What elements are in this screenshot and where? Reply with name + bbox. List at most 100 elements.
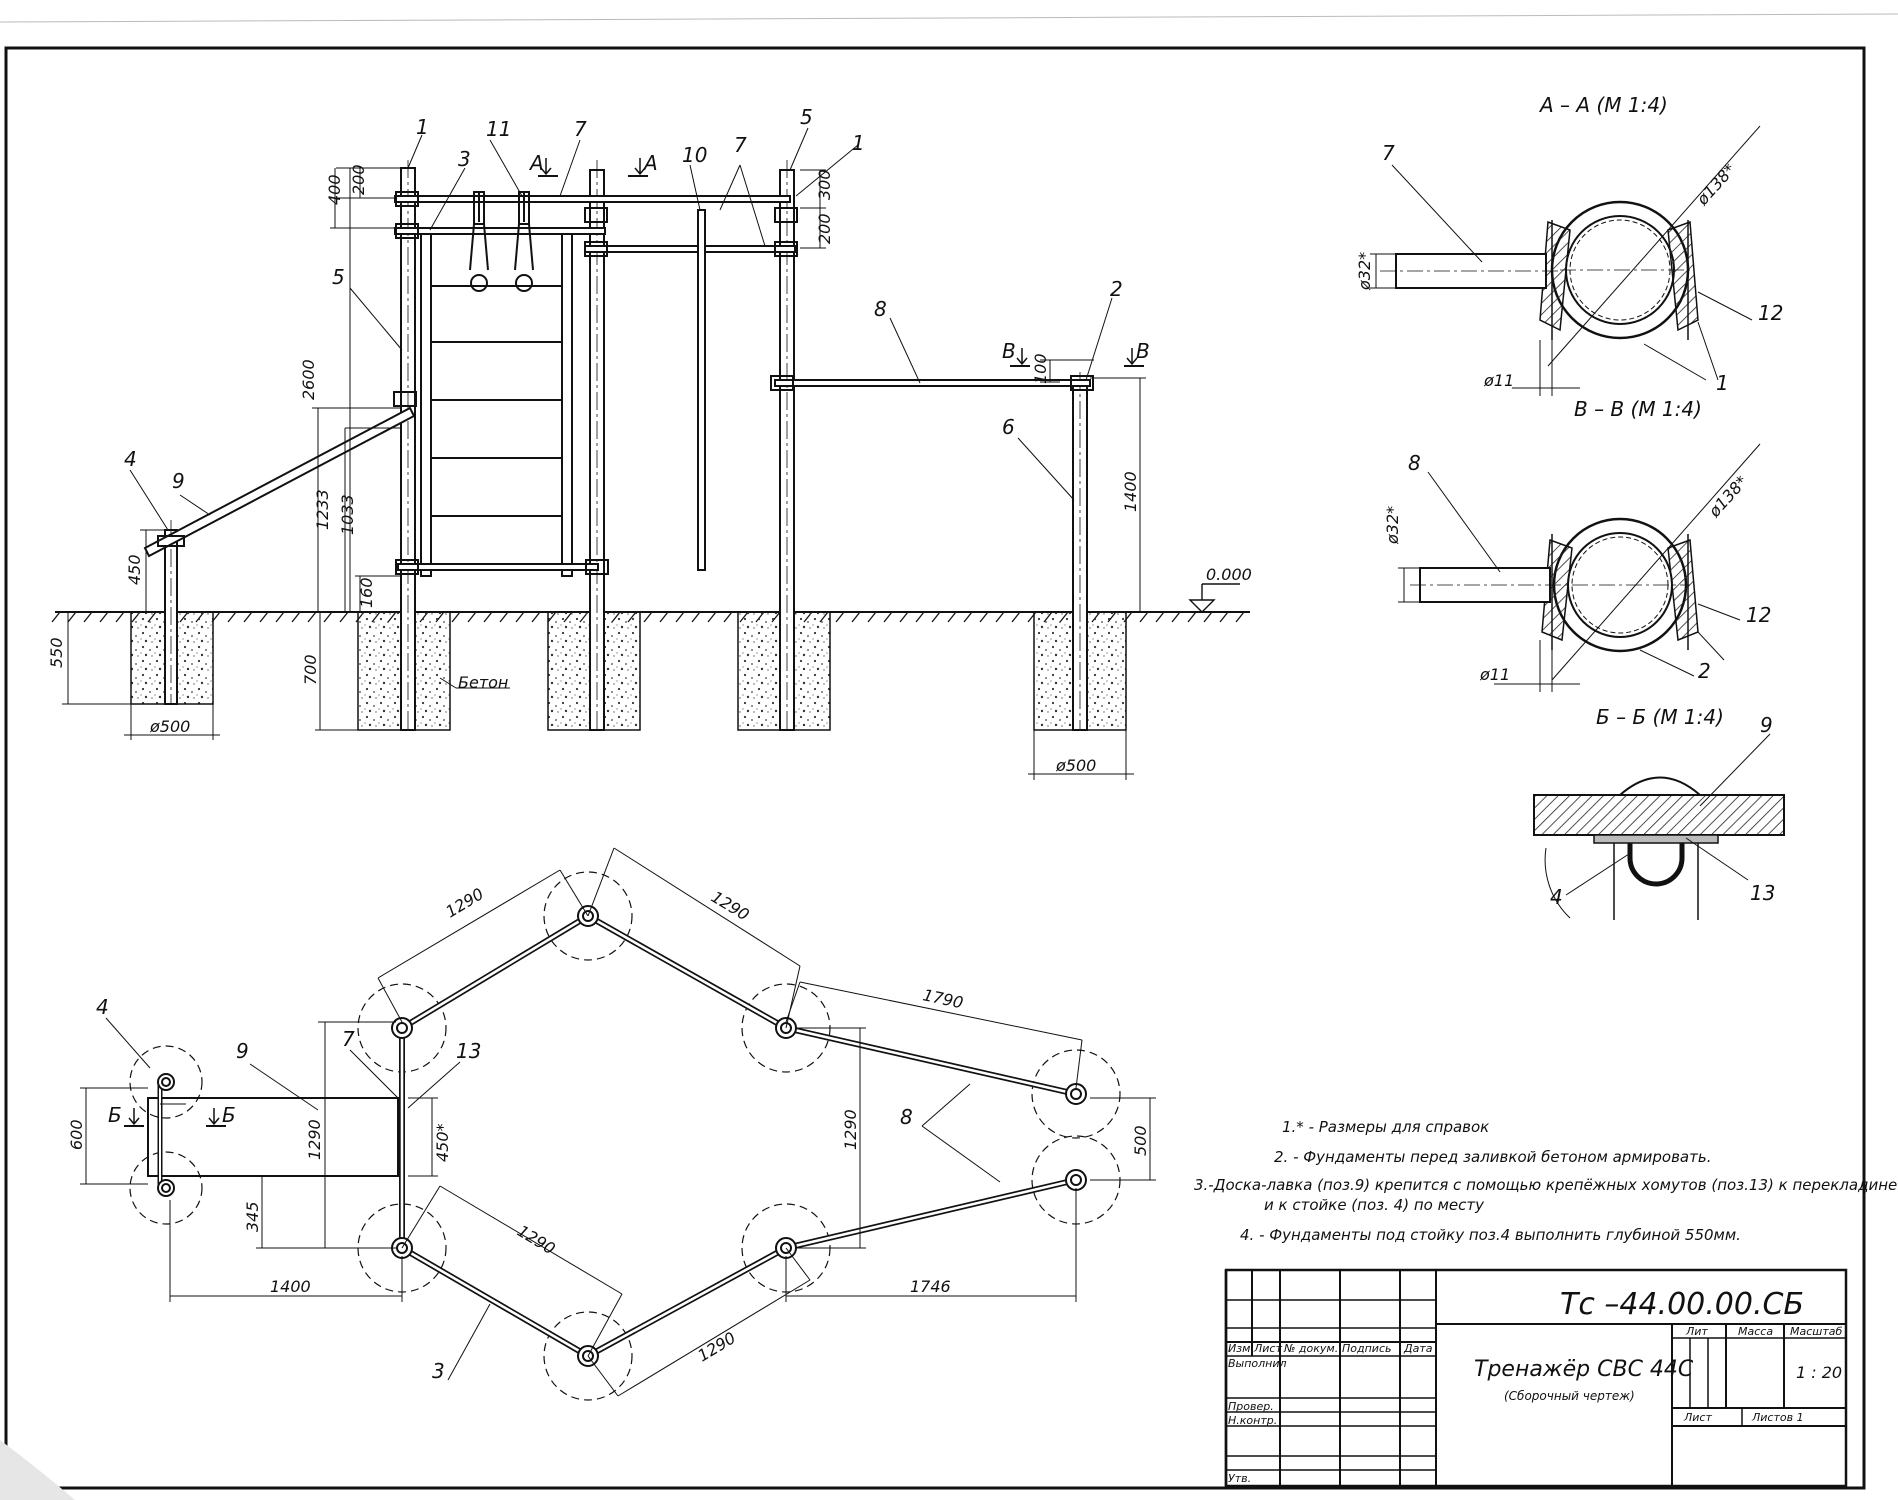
col-izm: Изм <box>1228 1342 1250 1355</box>
plan-pos-7: 7 <box>342 1027 355 1051</box>
bb-pos-13: 13 <box>1750 881 1775 905</box>
section-bb-title: Б – Б (М 1:4) <box>1596 705 1724 729</box>
post-inner-circle <box>1070 1174 1082 1186</box>
plan-pos-4: 4 <box>96 995 109 1019</box>
section-marks <box>538 158 1144 367</box>
pos-3: 3 <box>458 147 471 171</box>
section-mark-b-left: Б <box>108 1103 122 1127</box>
title-block: Тс –44.00.00.СБ Тренажёр СВС 44С (Сбороч… <box>1224 1268 1848 1488</box>
technical-notes: 1.* - Размеры для справок 2. - Фундамент… <box>1194 1118 1898 1244</box>
note-1: 1.* - Размеры для справок <box>1282 1118 1489 1136</box>
post-inner-circle <box>582 1350 594 1362</box>
pos-2: 2 <box>1110 277 1123 301</box>
footprint-circle <box>543 871 633 961</box>
posts <box>164 160 1088 731</box>
pos-7-top: 7 <box>574 117 587 141</box>
dim-500-left: ø500 <box>149 717 190 736</box>
pos-11: 11 <box>486 117 511 141</box>
dim-600: 600 <box>67 1119 86 1150</box>
footprint-circle <box>129 1045 203 1119</box>
plan-pos-8: 8 <box>900 1105 913 1129</box>
plan-dimensions <box>80 847 1156 1397</box>
vv-pos-2: 2 <box>1698 659 1711 683</box>
front-elevation: Бетон 0.000 <box>47 105 1252 780</box>
post-inner-circle <box>161 1183 171 1193</box>
dim-200-top: 200 <box>349 164 368 195</box>
dim-1400-plan: 1400 <box>270 1277 311 1296</box>
drawing-frame <box>4 46 1866 1490</box>
vv-dim-32: ø32* <box>1383 506 1402 545</box>
scale-value: 1 : 20 <box>1796 1363 1842 1382</box>
lit-label: Лит <box>1685 1325 1708 1338</box>
pos-5-right: 5 <box>800 105 813 129</box>
foundations <box>130 611 1127 731</box>
plan-pos-3: 3 <box>432 1359 445 1383</box>
aa-pos-1: 1 <box>1716 371 1729 395</box>
crossbars <box>393 191 1094 575</box>
post-inner-circle <box>1070 1088 1082 1100</box>
dim-200-right: 200 <box>815 213 834 244</box>
col-date: Дата <box>1403 1342 1433 1355</box>
dim-500-plan: 500 <box>1131 1125 1150 1156</box>
post-circle <box>1065 1169 1087 1191</box>
sheet-label: Лист <box>1683 1411 1712 1424</box>
detail-section-vv: В – В (М 1:4) 8 12 2 ø32* ø138* ø11 <box>1383 397 1771 692</box>
aa-dim-32: ø32* <box>1355 252 1374 291</box>
vv-pos-12: 12 <box>1746 603 1771 627</box>
zero-level-text: 0.000 <box>1206 565 1252 584</box>
elevation-dimensions <box>62 167 1146 780</box>
post-circle <box>391 1017 413 1039</box>
dim-1400: 1400 <box>1121 471 1140 512</box>
section-mark-a-right: А <box>642 151 658 175</box>
bench-plan <box>147 1097 399 1177</box>
post-inner-circle <box>780 1242 792 1254</box>
row-approved: Утв. <box>1228 1472 1251 1485</box>
concrete-label: Бетон <box>458 673 508 692</box>
dim-1290-vertical: 1290 <box>305 1119 324 1160</box>
bb-pos-9: 9 <box>1760 713 1773 737</box>
plan-view: 1290 1290 1790 600 1290 450* 345 1290 50… <box>67 847 1156 1401</box>
section-mark-v-right: В <box>1136 339 1150 363</box>
dim-1290-bottom-right: 1290 <box>694 1328 739 1365</box>
footprint-circle <box>543 1311 633 1401</box>
drawing-type: (Сборочный чертеж) <box>1504 1389 1635 1403</box>
dim-345: 345 <box>243 1201 262 1232</box>
dim-1290-top-left: 1290 <box>442 884 487 921</box>
bb-pos-4: 4 <box>1550 885 1563 909</box>
post-inner-circle <box>161 1077 171 1087</box>
row-checked: Провер. <box>1228 1400 1274 1413</box>
post-circle <box>157 1073 175 1091</box>
pos-5-left: 5 <box>332 265 345 289</box>
section-mark-a-left: А <box>528 151 544 175</box>
pos-4: 4 <box>124 447 137 471</box>
dim-400: 400 <box>325 174 344 205</box>
dim-300: 300 <box>815 169 834 200</box>
post-circle <box>157 1179 175 1197</box>
pos-9: 9 <box>172 469 185 493</box>
detail-section-bb: Б – Б (М 1:4) 9 4 13 <box>1533 705 1785 920</box>
pos-1-left: 1 <box>416 115 429 139</box>
dim-450-star: 450* <box>433 1123 452 1162</box>
aa-pos-12: 12 <box>1758 301 1783 325</box>
aa-pos-7: 7 <box>1382 141 1395 165</box>
vv-pos-8: 8 <box>1408 451 1421 475</box>
post-inner-circle <box>396 1022 408 1034</box>
sheets-count: Листов 1 <box>1751 1411 1804 1424</box>
post-inner-circle <box>780 1022 792 1034</box>
post-inner-circle <box>396 1242 408 1254</box>
zero-level-mark <box>1188 583 1240 613</box>
aa-dim-138: ø138* <box>1692 160 1739 209</box>
pos-6: 6 <box>1002 415 1015 439</box>
dim-700: 700 <box>301 654 320 685</box>
dim-500-right: ø500 <box>1055 756 1096 775</box>
dim-1746: 1746 <box>910 1277 951 1296</box>
document-code: Тс –44.00.00.СБ <box>1560 1287 1804 1322</box>
post-inner-circle <box>582 910 594 922</box>
col-list: Лист <box>1253 1342 1282 1355</box>
pos-10: 10 <box>682 143 707 167</box>
dim-1290-top-right: 1290 <box>708 887 753 924</box>
gymnastic-rings <box>469 191 534 292</box>
col-sign: Подпись <box>1342 1342 1391 1355</box>
footprint-circle <box>1031 1049 1121 1139</box>
